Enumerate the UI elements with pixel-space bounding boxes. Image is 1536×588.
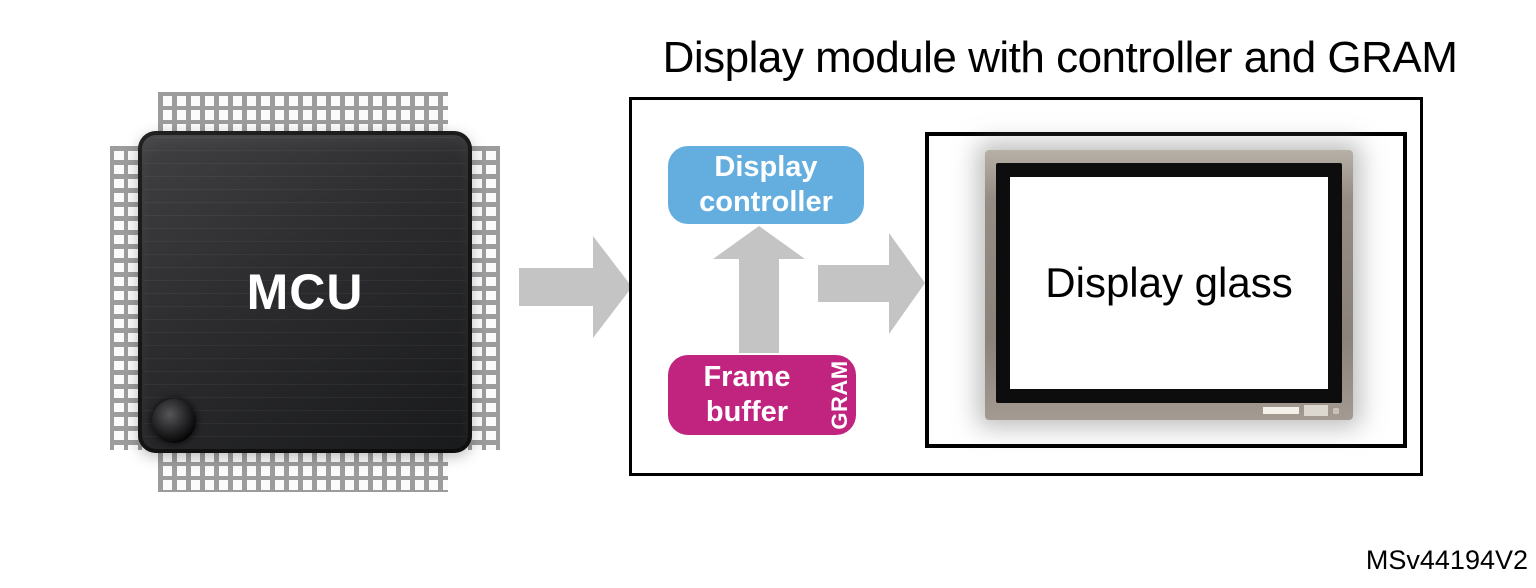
mcu-pins-bottom [158, 448, 448, 492]
display-panel-frame: Display glass [996, 163, 1342, 403]
mcu-label: MCU [246, 264, 364, 320]
reference-code: MSv44194V2 [1365, 545, 1528, 575]
panel-button-icon [1333, 407, 1339, 414]
mcu-chip: MCU [108, 84, 502, 498]
display-panel-photo: Display glass [985, 150, 1353, 420]
panel-button-icon [1263, 407, 1299, 414]
display-panel-controls [1263, 405, 1339, 416]
buffer-to-controller-arrow-icon [713, 226, 805, 353]
figure-title: Display module with controller and GRAM [662, 33, 1458, 82]
display-glass-box: Display glass [925, 132, 1407, 448]
gram-label: GRAM [827, 360, 852, 430]
arrow-right-icon [818, 233, 925, 334]
frame-buffer-label: Frame buffer [703, 361, 791, 428]
display-glass-screen: Display glass [1010, 177, 1328, 389]
module-to-glass-arrow-icon [818, 233, 925, 334]
arrow-right-icon [519, 236, 632, 338]
pin1-dimple-icon [152, 399, 196, 443]
mcu-pins-right [468, 146, 500, 450]
mcu-to-module-arrow-icon [519, 236, 632, 338]
panel-button-icon [1304, 405, 1328, 416]
mcu-pins-top [158, 92, 448, 136]
mcu-pins-left [110, 146, 142, 450]
display-controller-box: Display controller [668, 146, 864, 224]
mcu-package-body: MCU [138, 131, 472, 453]
frame-buffer-box: Frame buffer GRAM [668, 355, 856, 435]
arrow-up-icon [713, 226, 805, 353]
display-glass-label: Display glass [1045, 259, 1293, 306]
display-module-box: Display controller Frame buffer GRAM Dis… [629, 97, 1423, 476]
